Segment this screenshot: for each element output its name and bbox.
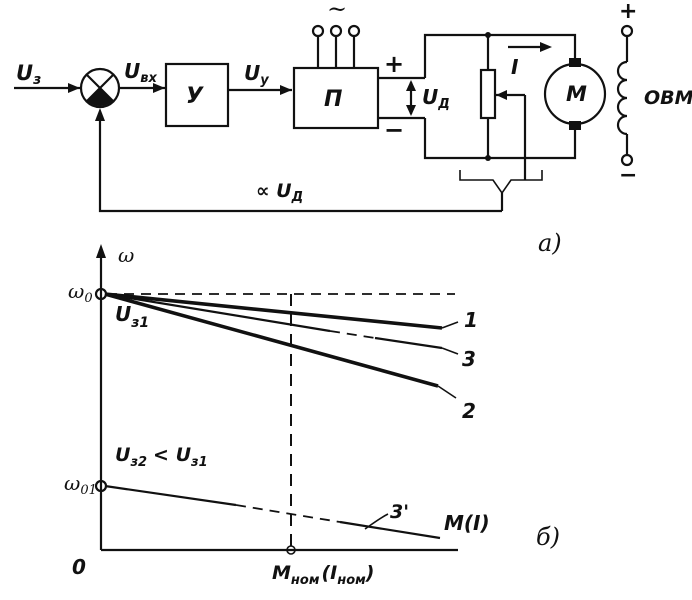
motor-symbol <box>543 58 607 130</box>
feedback-line <box>98 112 502 213</box>
omega01-point <box>94 479 108 493</box>
omega0-point <box>94 287 108 301</box>
curve-3-prime-label: 3' <box>390 501 409 523</box>
input-voltage-label: Uз <box>16 61 41 88</box>
field-winding-label: ОВМ <box>644 87 692 109</box>
curve-3-prime-leader <box>364 513 389 530</box>
omega0-label: ω0 <box>68 279 93 306</box>
minus-sign: − <box>384 116 404 144</box>
origin-label: 0 <box>72 555 86 579</box>
bottom-rail <box>423 118 577 160</box>
omega-axis-label: ω <box>118 243 134 267</box>
field-minus-sign: − <box>619 163 637 188</box>
input-arrow <box>68 83 80 93</box>
part-b-label: б) <box>536 523 560 551</box>
potentiometer <box>479 32 527 180</box>
curve-3 <box>104 292 331 333</box>
field-plus-sign: + <box>619 0 637 24</box>
uz2-label: Uз2< Uз1 <box>115 444 208 470</box>
feedback-label: ∝ UД <box>256 180 303 205</box>
ac-supply-terminals <box>311 24 361 68</box>
plus-sign: + <box>384 50 404 78</box>
amplifier-label: У <box>186 84 204 109</box>
curve-1-label: 1 <box>464 308 478 332</box>
field-winding <box>616 24 634 167</box>
feedback-bracket <box>459 170 543 211</box>
motor-label: М <box>566 82 587 106</box>
uz1-label: Uз1 <box>115 302 149 331</box>
curve-1 <box>104 292 443 330</box>
curve-3-prime <box>104 484 237 507</box>
converter-label: П <box>324 87 342 112</box>
curve-2 <box>104 292 439 388</box>
curve-2-label: 2 <box>462 399 476 423</box>
x-axis-label: M(I) <box>444 511 490 535</box>
summing-junction <box>79 67 121 109</box>
top-rail <box>423 33 577 78</box>
part-a-label: а) <box>538 229 562 257</box>
amplifier-block <box>164 62 230 128</box>
nominal-torque-point <box>286 545 296 555</box>
ac-symbol: ~ <box>327 0 347 23</box>
nominal-torque-label: Mном(Iном) <box>272 562 374 588</box>
speed-torque-graph: ω ω0 Uз1 ω01 Uз2< Uз1 1 3 2 3' M(I) 0 Mн… <box>64 243 560 588</box>
input-signal-label: Uвх <box>124 59 157 86</box>
current-label: I <box>511 55 519 79</box>
curve-3-label: 3 <box>462 347 476 371</box>
motor-voltage-label: UД <box>422 85 450 112</box>
amplifier-output-label: Uу <box>244 61 269 88</box>
block-diagram: Uз Uвх У Uу П ~ + − UД I М ОВМ + − ∝ UД … <box>14 0 692 257</box>
omega01-label: ω01 <box>64 471 97 498</box>
